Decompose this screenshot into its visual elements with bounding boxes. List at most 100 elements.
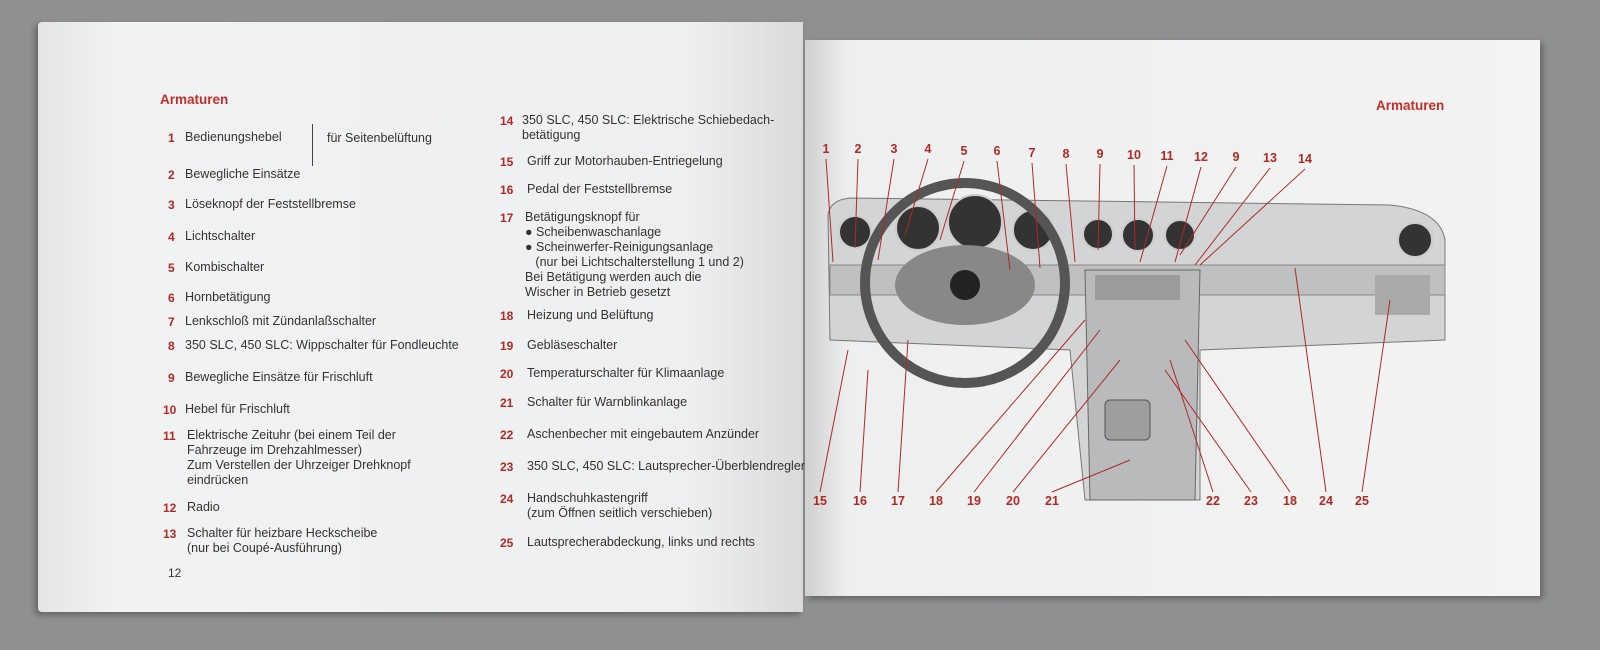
leader-line: [1097, 163, 1101, 251]
leader-line: [904, 158, 929, 236]
leader-line: [819, 349, 849, 493]
page-number: 12: [168, 566, 182, 580]
item-number: 18: [500, 309, 514, 323]
leader-line: [1051, 459, 1131, 493]
callout-label: 23: [1244, 494, 1258, 508]
leader-line: [1294, 267, 1327, 493]
item-number: 24: [500, 492, 514, 506]
leader-line: [854, 158, 859, 249]
item-text: Handschuhkastengriff (zum Öffnen seitlic…: [527, 491, 713, 520]
callout-label: 24: [1319, 494, 1333, 508]
item-text: Bewegliche Einsätze: [185, 167, 301, 181]
item-number: 16: [500, 183, 514, 197]
leader-line: [1065, 163, 1076, 263]
item-text: Heizung und Belüftung: [527, 308, 654, 322]
leader-line: [1133, 164, 1136, 251]
callout-label: 7: [1028, 146, 1036, 160]
item-number: 21: [500, 396, 514, 410]
leader-line: [859, 369, 869, 493]
callout-label: 2: [854, 142, 862, 156]
item-text: Pedal der Feststellbremse: [527, 182, 673, 196]
callout-label: 4: [924, 142, 932, 156]
leader-line: [1164, 369, 1252, 493]
item-text: Bedienungshebel: [185, 130, 282, 144]
callout-label: 18: [929, 494, 943, 508]
item-text: 350 SLC, 450 SLC: Wippschalter für Fondl…: [185, 338, 459, 352]
item-number: 22: [500, 428, 514, 442]
item-number: 17: [500, 211, 514, 225]
item-text: Hornbetätigung: [185, 290, 271, 304]
item-number: 2: [168, 168, 175, 182]
callout-label: 19: [967, 494, 981, 508]
item-text: Elektrische Zeituhr (bei einem Teil der …: [187, 428, 411, 487]
item-text: Schalter für heizbare Heckscheibe (nur b…: [187, 526, 378, 555]
leader-line: [897, 339, 909, 493]
item-number: 7: [168, 315, 175, 329]
item-number: 25: [500, 536, 514, 550]
callout-label: 3: [890, 142, 898, 156]
callout-label: 6: [993, 144, 1001, 158]
item-text: 350 SLC, 450 SLC: Lautsprecher-Überblend…: [527, 459, 805, 473]
item-text: Hebel für Frischluft: [185, 402, 290, 416]
leader-line: [1179, 166, 1237, 256]
item-number: 3: [168, 198, 175, 212]
item-text: Radio: [187, 500, 220, 514]
leader-line: [935, 319, 1086, 493]
item-number: 11: [163, 429, 176, 443]
item-text: Betätigungsknopf für ● Scheibenwaschanla…: [525, 210, 744, 299]
leader-line: [1194, 167, 1271, 266]
item-number: 4: [168, 230, 175, 244]
callout-label: 14: [1298, 152, 1312, 166]
callout-label: 15: [813, 494, 827, 508]
leader-line: [1361, 299, 1391, 493]
leader-line: [1031, 162, 1041, 269]
item-text: 350 SLC, 450 SLC: Elektrische Schiebedac…: [522, 113, 775, 142]
callout-label: 11: [1160, 149, 1174, 163]
callout-label: 16: [853, 494, 867, 508]
left-heading: Armaturen: [160, 92, 229, 107]
callout-label: 17: [891, 494, 905, 508]
item-number: 19: [500, 339, 514, 353]
item-number: 23: [500, 460, 514, 474]
callout-label: 20: [1006, 494, 1020, 508]
callout-label: 25: [1355, 494, 1369, 508]
leader-line: [877, 158, 895, 261]
item-text: Aschenbecher mit eingebautem Anzünder: [527, 427, 760, 441]
item-number: 15: [500, 155, 514, 169]
item-text: Temperaturschalter für Klimaanlage: [527, 366, 725, 380]
leader-line: [1139, 165, 1168, 263]
item-number: 14: [500, 114, 514, 128]
item-number: 6: [168, 291, 175, 305]
leader-line: [1184, 339, 1291, 493]
item-number: 1: [168, 131, 175, 145]
leader-line: [1174, 166, 1202, 263]
callout-label: 5: [960, 144, 968, 158]
item-number: 10: [163, 403, 177, 417]
item-number: 13: [163, 527, 177, 541]
item-text: Lautsprecherabdeckung, links und rechts: [527, 535, 755, 549]
callout-label: 9: [1096, 147, 1104, 161]
item-text: Löseknopf der Feststellbremse: [185, 197, 356, 211]
callout-label: 13: [1263, 151, 1277, 165]
leader-line: [825, 158, 834, 263]
item-text: Gebläseschalter: [527, 338, 618, 352]
leader-line: [973, 329, 1101, 493]
callout-label: 21: [1045, 494, 1059, 508]
callout-label: 10: [1127, 148, 1141, 162]
item-text: Bewegliche Einsätze für Frischluft: [185, 370, 373, 384]
left-page: [38, 22, 803, 612]
leader-line: [1012, 359, 1121, 493]
item-number: 8: [168, 339, 175, 353]
right-heading: Armaturen: [1376, 98, 1445, 113]
bracket: [312, 124, 313, 166]
callout-label: 18: [1283, 494, 1297, 508]
item-text: Kombischalter: [185, 260, 265, 274]
callout-label: 9: [1232, 150, 1240, 164]
item-text: Lichtschalter: [185, 229, 256, 243]
item-text: Schalter für Warnblinkanlage: [527, 395, 688, 409]
leader-line: [1169, 359, 1214, 493]
bracket-note: für Seitenbelüftung: [327, 131, 432, 145]
item-number: 20: [500, 367, 514, 381]
callout-label: 22: [1206, 494, 1220, 508]
